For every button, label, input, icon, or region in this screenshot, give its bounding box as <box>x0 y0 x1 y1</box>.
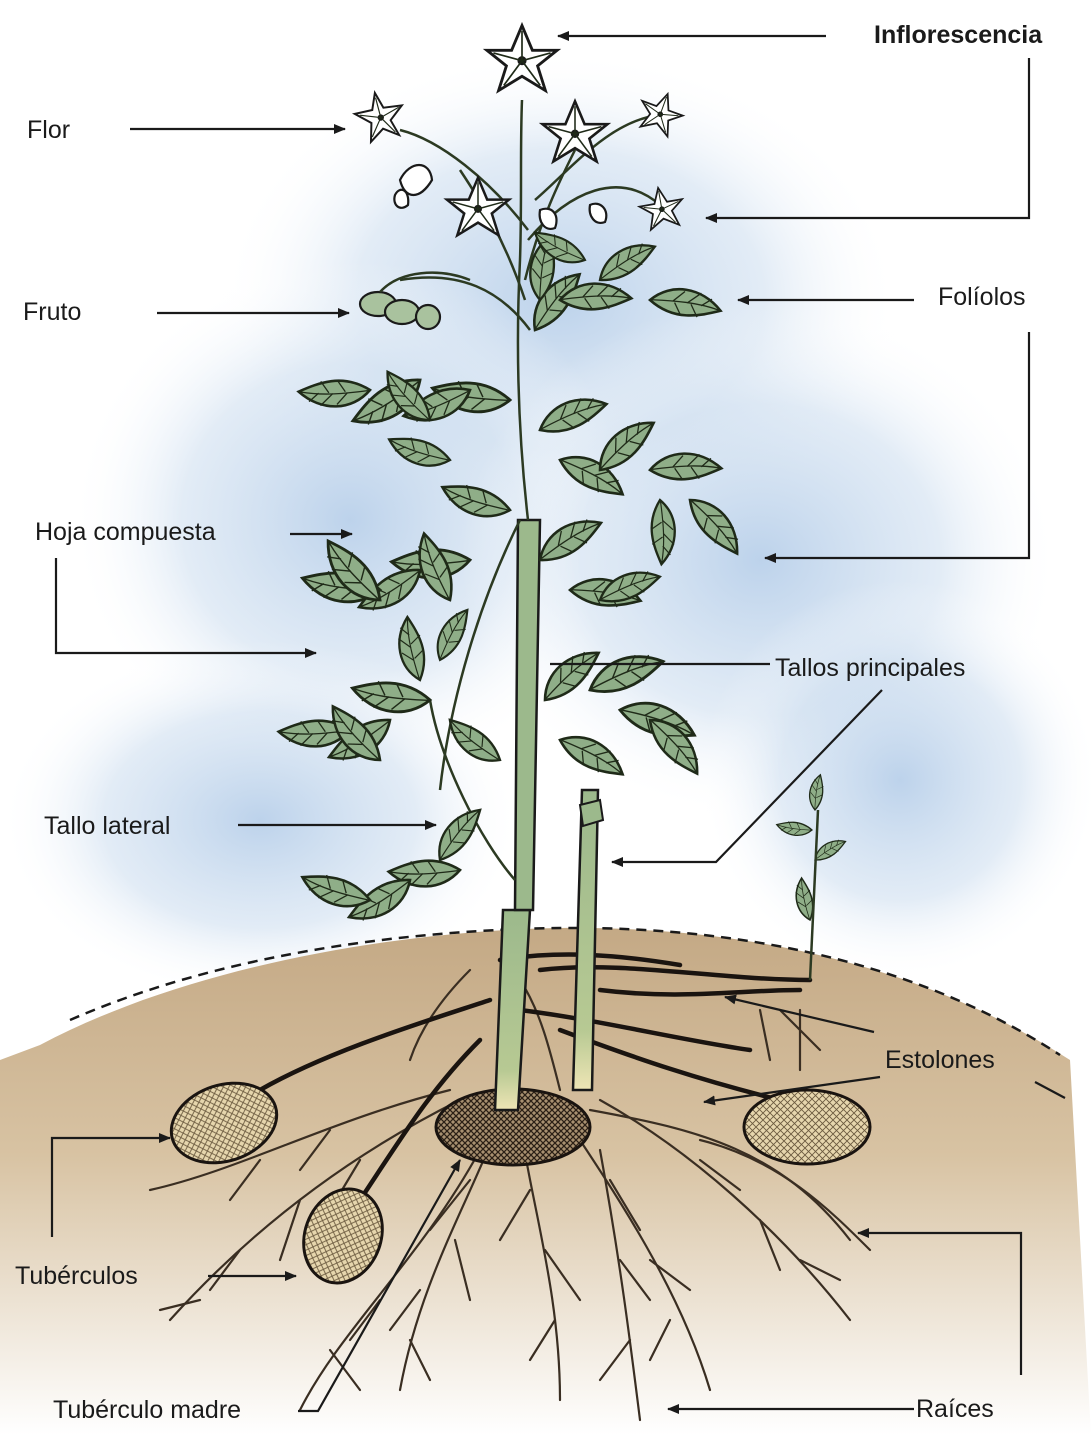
label-inflorescencia: Inflorescencia <box>874 23 1042 48</box>
soil-mound <box>0 928 1091 1435</box>
label-foliolos: Folíolos <box>938 285 1026 310</box>
label-flor: Flor <box>27 118 70 143</box>
label-hoja-compuesta: Hoja compuesta <box>35 520 216 545</box>
label-tallo-lateral: Tallo lateral <box>44 814 170 839</box>
label-tallos-principales: Tallos principales <box>775 656 965 681</box>
label-raices: Raíces <box>916 1397 994 1422</box>
label-estolones: Estolones <box>885 1048 995 1073</box>
tuber-right <box>744 1090 870 1164</box>
label-tuberculos: Tubérculos <box>15 1264 138 1289</box>
label-fruto: Fruto <box>23 300 81 325</box>
label-tuberculo-madre: Tubérculo madre <box>53 1398 241 1423</box>
